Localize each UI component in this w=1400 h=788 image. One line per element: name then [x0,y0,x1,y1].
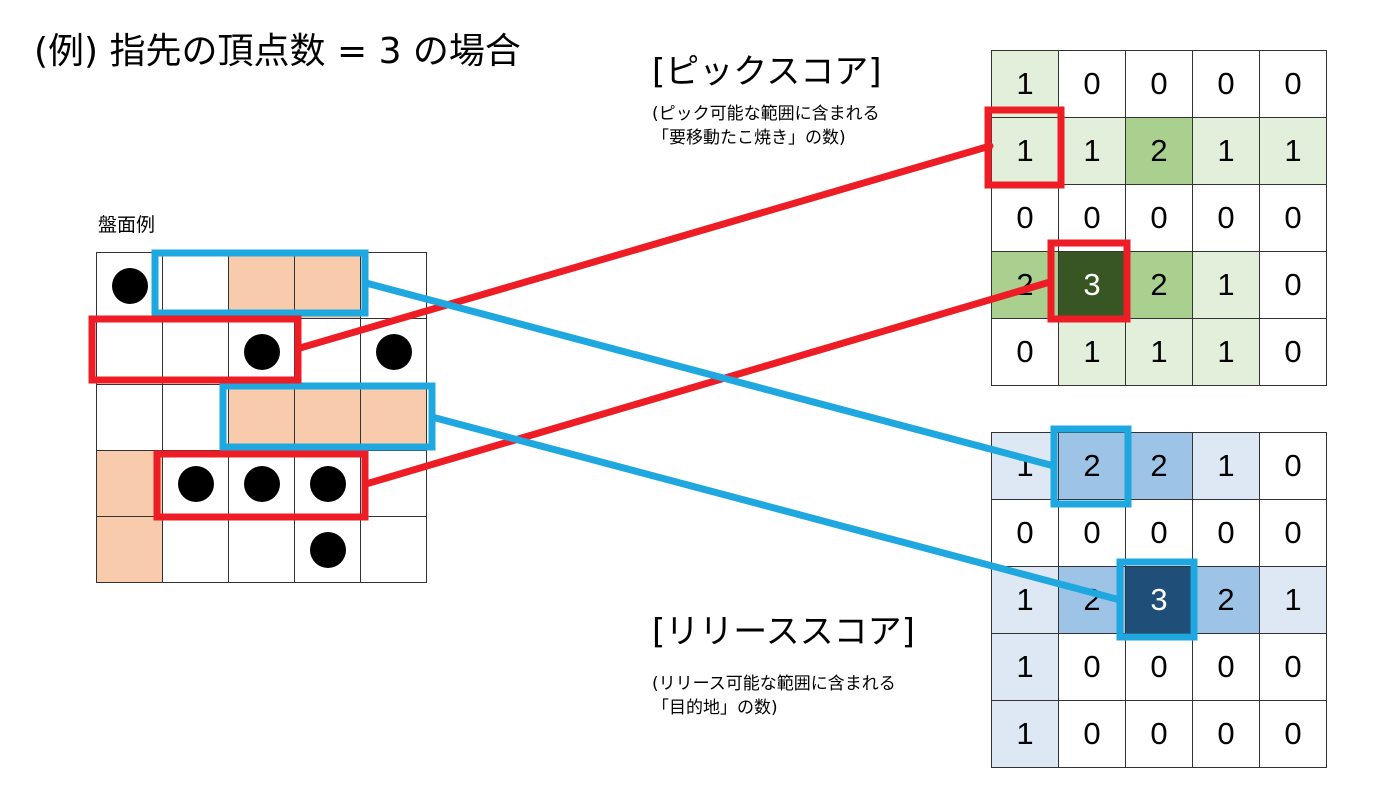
release-score-cell: 0 [1259,633,1327,701]
pick-score-cell: 1 [1058,117,1126,185]
board-cell [228,252,295,319]
red-highlight-box [1047,239,1131,323]
pick-score-cell: 1 [1192,251,1260,319]
board-cell [294,252,361,319]
release-score-cell: 0 [1125,700,1193,768]
board-cell [96,450,163,517]
pick-score-cell: 1 [991,117,1059,185]
release-score-cell: 0 [991,499,1059,567]
release-score-cell: 0 [1058,633,1126,701]
release-score-cell: 2 [1125,432,1193,500]
pick-score-cell: 0 [1125,184,1193,252]
release-score-cell: 0 [1125,633,1193,701]
takoyaki-dot [111,267,148,304]
board-cell [162,450,229,517]
board-row [96,318,427,385]
pick-score-cell: 1 [1259,117,1327,185]
release-score-cell: 1 [991,700,1059,768]
board-row [96,252,427,319]
release-score-note-1: (リリース可能な範囲に含まれる [652,674,896,694]
release-score-cell: 0 [1259,432,1327,500]
release-score-cell: 1 [991,633,1059,701]
release-score-cell: 0 [1192,700,1260,768]
pick-score-cell: 1 [1058,318,1126,386]
board-row [96,450,427,517]
release-score-cell: 0 [1192,633,1260,701]
release-score-cell: 1 [1259,566,1327,634]
cyan-connector-line [362,279,1058,470]
board-cell [360,516,427,583]
release-score-cell: 0 [1058,700,1126,768]
takoyaki-dot [243,465,280,502]
pick-score-cell: 0 [1192,50,1260,118]
cyan-connector-line [428,413,1124,604]
takoyaki-dot [243,333,280,370]
board-row [96,516,427,583]
pick-score-cell: 1 [1192,117,1260,185]
pick-score-note-2: 「要移動たこ焼き」の数) [652,128,846,148]
red-highlight-box [984,106,1065,189]
pick-score-cell: 0 [1058,50,1126,118]
page-title: (例) 指先の頂点数 = 3 の場合 [34,31,521,72]
red-connector-line [296,142,994,352]
board-cell [228,450,295,517]
cyan-highlight-box [1116,558,1198,641]
release-score-cell: 0 [1125,499,1193,567]
board-grid [96,252,427,583]
pick-score-cell: 0 [1259,184,1327,252]
release-score-cell: 2 [1058,566,1126,634]
pick-score-cell: 1 [1125,318,1193,386]
pick-score-cell: 0 [1125,50,1193,118]
release-score-cell: 0 [1259,499,1327,567]
board-cell [228,318,295,385]
release-score-cell: 0 [1058,499,1126,567]
release-score-cell: 1 [1192,432,1260,500]
takoyaki-dot [375,333,412,370]
red-highlight-box [88,315,302,384]
board-cell [96,318,163,385]
board-label: 盤面例 [98,214,156,236]
board-cell [162,318,229,385]
release-score-cell: 0 [1259,700,1327,768]
takoyaki-dot [309,531,346,568]
cyan-highlight-box [1050,425,1132,508]
red-connector-line [362,278,1054,488]
pick-score-cell: 2 [1125,251,1193,319]
pick-score-cell: 0 [1259,318,1327,386]
board-cell [294,516,361,583]
red-highlight-box [153,450,369,521]
board-cell [360,384,427,451]
pick-score-cell: 1 [1192,318,1260,386]
takoyaki-dot [177,465,214,502]
board-cell [162,384,229,451]
cyan-highlight-box [219,382,436,451]
takoyaki-dot [309,465,346,502]
release-score-cell: 2 [1192,566,1260,634]
board-cell [228,516,295,583]
release-score-note-2: 「目的地」の数) [652,698,778,718]
release-score-cell: 2 [1058,432,1126,500]
pick-score-cell: 0 [1192,184,1260,252]
release-score-cell: 3 [1125,566,1193,634]
board-cell [96,384,163,451]
pick-score-title: [ピックスコア] [652,52,882,92]
release-score-cell: 0 [1192,499,1260,567]
pick-score-cell: 0 [1259,50,1327,118]
pick-score-cell: 0 [991,318,1059,386]
pick-score-cell: 3 [1058,251,1126,319]
pick-score-note-1: (ピック可能な範囲に含まれる [652,104,880,124]
release-score-title: [リリーススコア] [652,612,915,652]
cyan-highlight-box [151,249,369,317]
pick-score-cell: 0 [1259,251,1327,319]
